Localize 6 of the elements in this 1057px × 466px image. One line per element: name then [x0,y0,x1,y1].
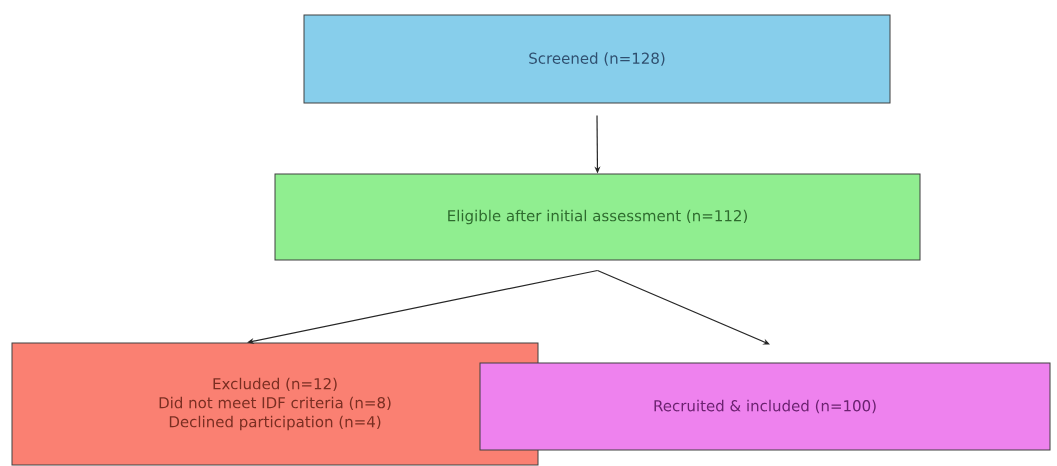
process-box: Eligible after initial assessment (n=112) [274,173,921,261]
process-box: Excluded (n=12) Did not meet IDF criteria (n=8) Declined participation (n=4) [11,342,539,466]
arrow [596,269,770,345]
process-box: Recruited & included (n=100) [479,362,1051,451]
arrow [247,269,599,345]
process-box: Screened (n=128) [303,14,891,104]
